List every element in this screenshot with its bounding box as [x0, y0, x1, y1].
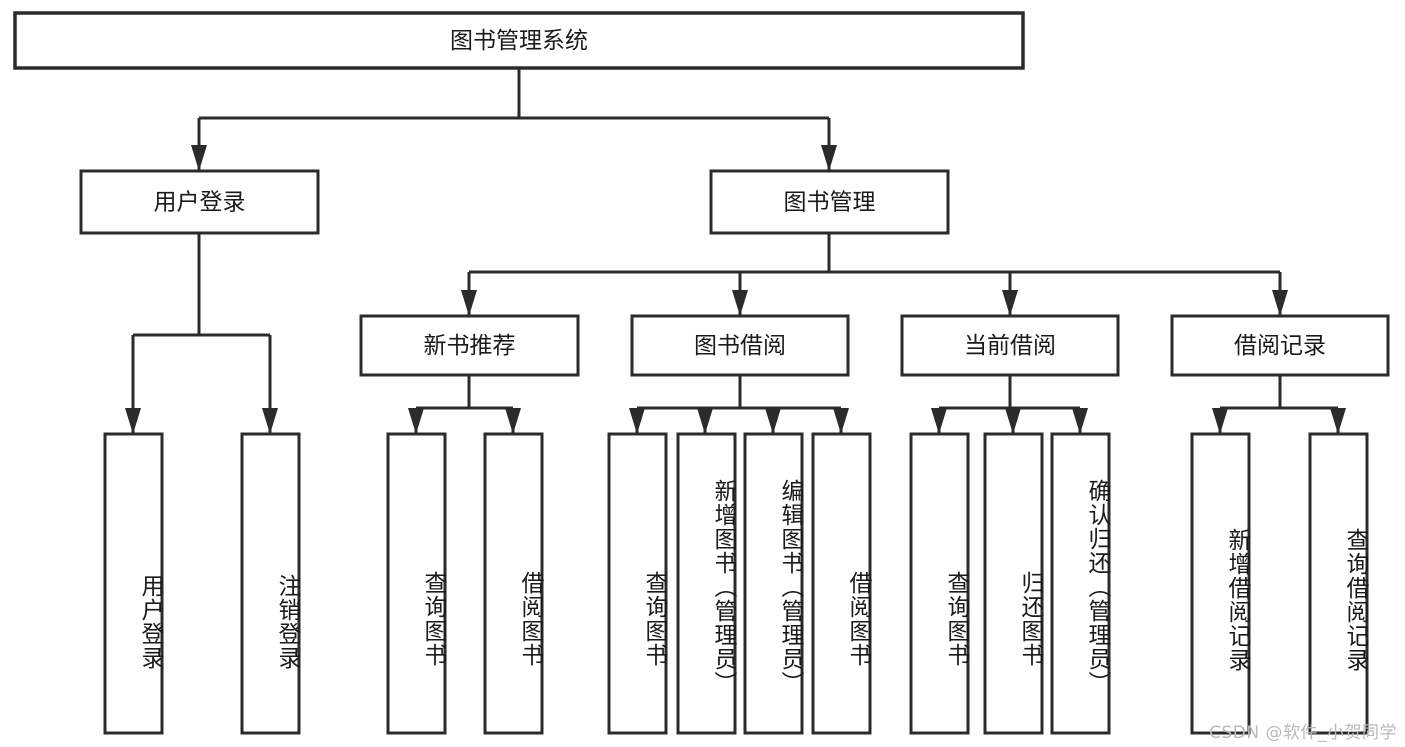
level2-book-manage-box[interactable]: [709, 169, 950, 235]
book-borrow-drop-0-arrow-icon: [629, 408, 645, 434]
leaf-leaf-query-book-borrow-box[interactable]: [607, 432, 668, 735]
leaf-leaf-borrow-book-rec-node[interactable]: [483, 432, 544, 735]
leaf-leaf-return-book-box[interactable]: [983, 432, 1044, 735]
leaf-leaf-add-book-admin-box[interactable]: [676, 432, 737, 735]
leaf-leaf-add-book-admin-node[interactable]: [676, 432, 737, 735]
root-drop-1-arrow-icon: [821, 145, 837, 171]
csdn-watermark: CSDN @软件_小贺同学: [1209, 723, 1397, 743]
leaf-leaf-user-logout-box[interactable]: [240, 432, 301, 735]
leaf-leaf-user-login-box[interactable]: [103, 432, 164, 735]
leaf-leaf-return-book-node[interactable]: [983, 432, 1044, 735]
root-drop-0-arrow-icon: [191, 145, 207, 171]
root-root-box[interactable]: [13, 11, 1025, 70]
level2-user-login-label: 用户登录: [154, 190, 246, 216]
user-login-drop-1-arrow-icon: [262, 408, 278, 434]
leaf-leaf-query-borrow-record-node[interactable]: [1308, 432, 1369, 735]
leaf-leaf-query-book-rec-box[interactable]: [386, 432, 447, 735]
leaf-leaf-query-book-borrow-node[interactable]: [607, 432, 668, 735]
leaf-leaf-user-login-node[interactable]: [103, 432, 164, 735]
level3-current-borrow-box[interactable]: [900, 314, 1120, 377]
level2-user-login-box[interactable]: [79, 169, 320, 235]
leaf-leaf-edit-book-admin-box[interactable]: [743, 432, 804, 735]
leaf-leaf-query-book-current-box[interactable]: [909, 432, 970, 735]
book-manage-drop-0-arrow-icon: [461, 290, 477, 316]
book-manage-drop-3-arrow-icon: [1272, 290, 1288, 316]
book-manage-drop-2-arrow-icon: [1002, 290, 1018, 316]
leaf-leaf-query-book-current-node[interactable]: [909, 432, 970, 735]
level3-borrow-record-label: 借阅记录: [1234, 333, 1326, 359]
leaf-leaf-borrow-book-rec-box[interactable]: [483, 432, 544, 735]
level3-new-book-recommend-box[interactable]: [359, 314, 580, 377]
user-login-drop-0-arrow-icon: [125, 408, 141, 434]
leaf-leaf-user-logout-node[interactable]: [240, 432, 301, 735]
level3-new-book-recommend-node[interactable]: 新书推荐: [359, 314, 580, 377]
leaf-leaf-borrow-book-box[interactable]: [811, 432, 872, 735]
leaf-leaf-add-borrow-record-node[interactable]: [1190, 432, 1251, 735]
level3-book-borrow-node[interactable]: 图书借阅: [630, 314, 850, 377]
book-borrow-drop-1-arrow-icon: [697, 408, 713, 434]
root-root-label: 图书管理系统: [450, 28, 588, 54]
new-book-recommend-drop-1-arrow-icon: [505, 408, 521, 434]
level2-book-manage-node[interactable]: 图书管理: [709, 169, 950, 235]
leaf-leaf-borrow-book-node[interactable]: [811, 432, 872, 735]
root-root-node[interactable]: 图书管理系统: [13, 11, 1025, 70]
book-manage-drop-1-arrow-icon: [732, 290, 748, 316]
leaf-leaf-confirm-return-admin-node[interactable]: [1050, 432, 1111, 735]
borrow-record-drop-1-arrow-icon: [1330, 408, 1346, 434]
level2-user-login-node[interactable]: 用户登录: [79, 169, 320, 235]
book-borrow-drop-3-arrow-icon: [833, 408, 849, 434]
borrow-record-drop-0-arrow-icon: [1212, 408, 1228, 434]
level3-borrow-record-node[interactable]: 借阅记录: [1170, 314, 1390, 377]
level3-book-borrow-label: 图书借阅: [694, 333, 786, 359]
leaf-leaf-edit-book-admin-node[interactable]: [743, 432, 804, 735]
current-borrow-drop-2-arrow-icon: [1072, 408, 1088, 434]
level3-book-borrow-box[interactable]: [630, 314, 850, 377]
level3-new-book-recommend-label: 新书推荐: [424, 333, 516, 359]
leaf-leaf-query-book-rec-node[interactable]: [386, 432, 447, 735]
leaf-leaf-query-borrow-record-box[interactable]: [1308, 432, 1369, 735]
level3-borrow-record-box[interactable]: [1170, 314, 1390, 377]
connectors-layer: [125, 68, 1346, 434]
level2-book-manage-label: 图书管理: [784, 190, 876, 216]
new-book-recommend-drop-0-arrow-icon: [408, 408, 424, 434]
leaf-leaf-confirm-return-admin-box[interactable]: [1050, 432, 1111, 735]
leaf-leaf-add-borrow-record-box[interactable]: [1190, 432, 1251, 735]
book-borrow-drop-2-arrow-icon: [765, 408, 781, 434]
level3-current-borrow-label: 当前借阅: [964, 333, 1056, 359]
current-borrow-drop-0-arrow-icon: [931, 408, 947, 434]
current-borrow-drop-1-arrow-icon: [1005, 408, 1021, 434]
level3-current-borrow-node[interactable]: 当前借阅: [900, 314, 1120, 377]
